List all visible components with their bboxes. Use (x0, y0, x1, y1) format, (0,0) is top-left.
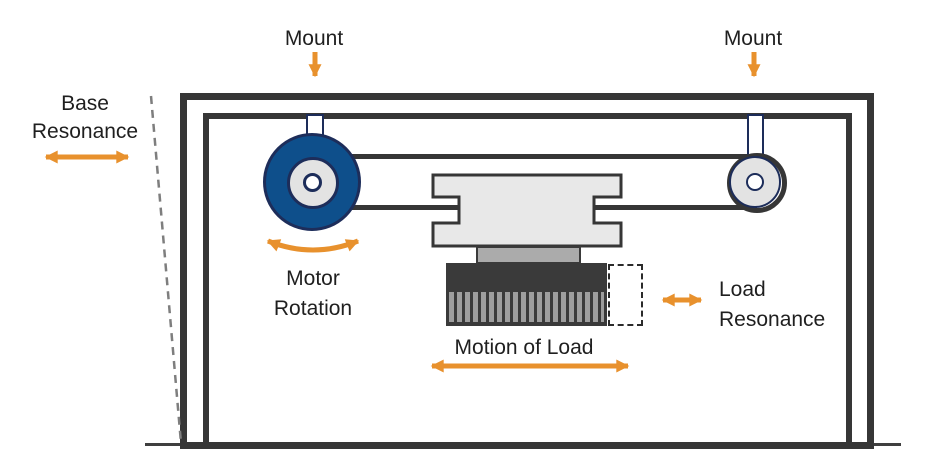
belt-bottom-run-left (320, 205, 459, 210)
base-resonance-label-line2: Resonance (31, 120, 139, 143)
machine-outer-frame (180, 93, 874, 449)
base-tilt-dashed-line (149, 95, 183, 444)
load-pedestal (476, 246, 581, 264)
motor-rotation-label-line1: Motor (286, 267, 340, 290)
belt-bottom-run-right (595, 205, 757, 210)
motor-rotation-label: Motor Rotation (274, 264, 352, 324)
load-resonance-label: Load Resonance (719, 275, 825, 335)
load-resonance-ghost-outline (608, 264, 643, 326)
load-block (446, 263, 607, 326)
load-resonance-label-line2: Resonance (719, 308, 826, 331)
base-resonance-label-line1: Base (61, 92, 109, 115)
load-resonance-label-line1: Load (719, 278, 766, 301)
load-brush-stripes (449, 292, 604, 322)
mount-label-left: Mount (284, 27, 344, 50)
base-resonance-label: Base Resonance (32, 90, 138, 146)
idler-pulley-hub (746, 173, 764, 191)
machine-inner-frame (203, 113, 852, 449)
motor-pulley-hub (303, 173, 322, 192)
motion-of-load-label: Motion of Load (454, 336, 594, 359)
mount-label-right: Mount (723, 27, 783, 50)
motor-rotation-label-line2: Rotation (273, 297, 353, 320)
belt-top-run (320, 154, 757, 159)
